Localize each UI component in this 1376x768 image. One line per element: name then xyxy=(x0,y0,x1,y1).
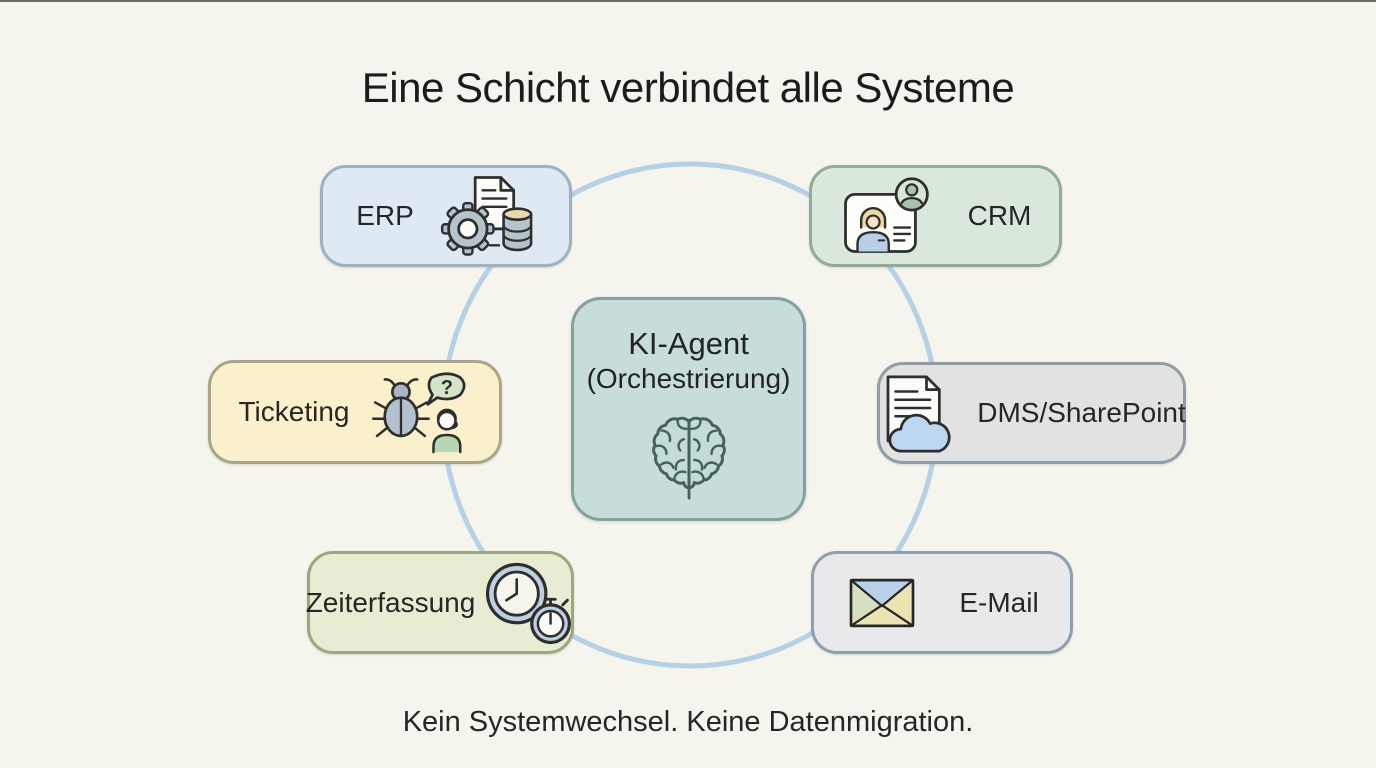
gear-document-database-icon xyxy=(440,176,533,256)
center-label-line2: (Orchestrierung) xyxy=(586,362,791,394)
envelope-icon xyxy=(849,578,915,627)
system-label: Zeiterfassung xyxy=(305,586,476,618)
gear-icon xyxy=(440,201,495,256)
brain-icon xyxy=(651,416,726,500)
database-icon xyxy=(502,207,533,252)
bug-support-icon: ? xyxy=(371,372,465,454)
person-badge-icon xyxy=(894,176,929,211)
system-label: E-Mail xyxy=(959,586,1039,618)
system-box-crm: CRM xyxy=(809,165,1062,267)
system-label: Ticketing xyxy=(238,396,350,427)
question-mark: ? xyxy=(440,377,452,399)
document-cloud-icon xyxy=(886,374,951,452)
page-title: Eine Schicht verbindet alle Systeme xyxy=(361,64,1015,111)
top-edge-line xyxy=(0,0,1376,2)
stopwatch-icon xyxy=(530,597,572,644)
bug-icon xyxy=(371,378,430,438)
support-agent-icon xyxy=(431,408,462,454)
system-label: DMS/SharePoint xyxy=(977,397,1186,428)
system-box-ticketing: Ticketing ? xyxy=(208,360,502,464)
center-box-ki-agent: KI-Agent (Orchestrierung) xyxy=(571,297,806,521)
clock-icon xyxy=(486,562,548,624)
card-person xyxy=(855,206,890,253)
contact-card-icon xyxy=(843,176,929,253)
cloud-icon xyxy=(888,413,951,452)
center-label-line1: KI-Agent xyxy=(628,326,749,361)
system-label: ERP xyxy=(356,200,414,231)
question-bubble-icon: ? xyxy=(425,372,465,406)
system-box-zeiterfassung: Zeiterfassung xyxy=(305,551,574,654)
system-box-dms: DMS/SharePoint xyxy=(877,362,1186,464)
footer-tagline: Kein Systemwechsel. Keine Datenmigration… xyxy=(402,706,974,738)
clock-stopwatch-icon xyxy=(486,562,572,644)
system-label: CRM xyxy=(967,200,1032,231)
system-box-email: E-Mail xyxy=(811,551,1073,654)
system-box-erp: ERP xyxy=(320,165,572,267)
